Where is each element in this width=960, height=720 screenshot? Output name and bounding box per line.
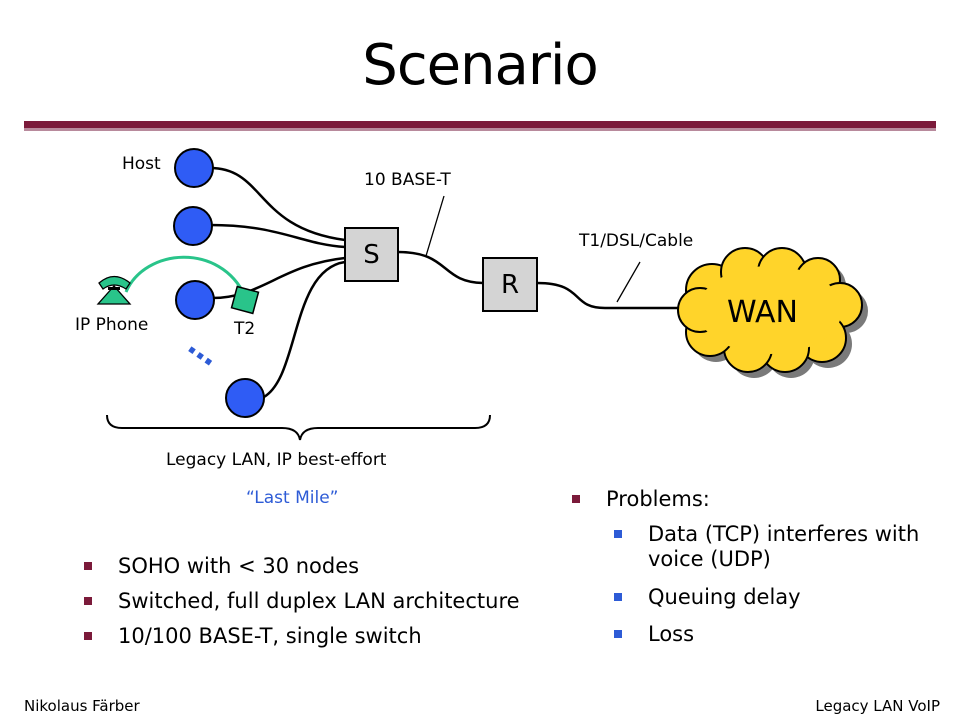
bullet-icon bbox=[84, 597, 92, 606]
bullet-icon bbox=[614, 530, 622, 539]
bullet-icon bbox=[614, 592, 622, 601]
last-mile-label: “Last Mile” bbox=[246, 488, 339, 508]
link-host-3 bbox=[211, 256, 346, 300]
terminal-t2 bbox=[230, 285, 260, 315]
wan-link-label-pointer bbox=[616, 261, 641, 303]
lan-brace bbox=[106, 414, 491, 441]
left-bullet-list: SOHO with < 30 nodes Switched, full dupl… bbox=[84, 554, 584, 660]
list-item: Switched, full duplex LAN architecture bbox=[84, 589, 584, 614]
link-host-2 bbox=[209, 223, 346, 249]
right-bullet-list: Problems: Data (TCP) interferes with voi… bbox=[572, 487, 942, 657]
list-item: SOHO with < 30 nodes bbox=[84, 554, 584, 579]
host-node-4 bbox=[225, 378, 265, 418]
router-box bbox=[482, 257, 538, 312]
footer-topic: Legacy LAN VoIP bbox=[815, 697, 940, 715]
host-label: Host bbox=[122, 154, 161, 174]
bullet-icon bbox=[614, 629, 622, 638]
wan-cloud bbox=[677, 247, 868, 378]
list-item: Loss bbox=[614, 622, 942, 647]
title-rule-shadow bbox=[24, 128, 936, 131]
ip-phone-icon bbox=[96, 275, 132, 305]
wan-link-label: T1/DSL/Cable bbox=[579, 231, 694, 251]
router-label: R bbox=[500, 270, 520, 300]
link-router-wan bbox=[536, 281, 690, 310]
ip-phone-label: IP Phone bbox=[75, 315, 149, 335]
phone-link bbox=[124, 255, 247, 297]
slide-title: Scenario bbox=[362, 33, 598, 98]
switch-box bbox=[344, 227, 399, 282]
list-item: Queuing delay bbox=[614, 585, 942, 610]
list-item: 10/100 BASE-T, single switch bbox=[84, 624, 584, 649]
list-heading: Problems: bbox=[572, 487, 942, 512]
switch-label: S bbox=[363, 240, 380, 270]
link-host-1 bbox=[209, 166, 346, 242]
brace-label: Legacy LAN, IP best-effort bbox=[166, 450, 387, 470]
footer-author: Nikolaus Färber bbox=[24, 697, 140, 715]
link-switch-router bbox=[397, 250, 484, 285]
title-rule bbox=[24, 121, 936, 128]
terminal-label: T2 bbox=[234, 319, 256, 339]
wan-label: WAN bbox=[727, 295, 798, 330]
bullet-icon bbox=[84, 632, 92, 641]
cable-label-pointer bbox=[425, 195, 445, 257]
bullet-icon bbox=[84, 562, 92, 570]
host-node-3 bbox=[175, 280, 215, 320]
host-node-1 bbox=[174, 148, 214, 188]
cable-label: 10 BASE-T bbox=[364, 170, 451, 190]
host-node-2 bbox=[173, 206, 213, 246]
link-host-4 bbox=[261, 260, 346, 400]
bullet-icon bbox=[572, 495, 580, 503]
list-item: Data (TCP) interferes with voice (UDP) bbox=[614, 522, 942, 572]
